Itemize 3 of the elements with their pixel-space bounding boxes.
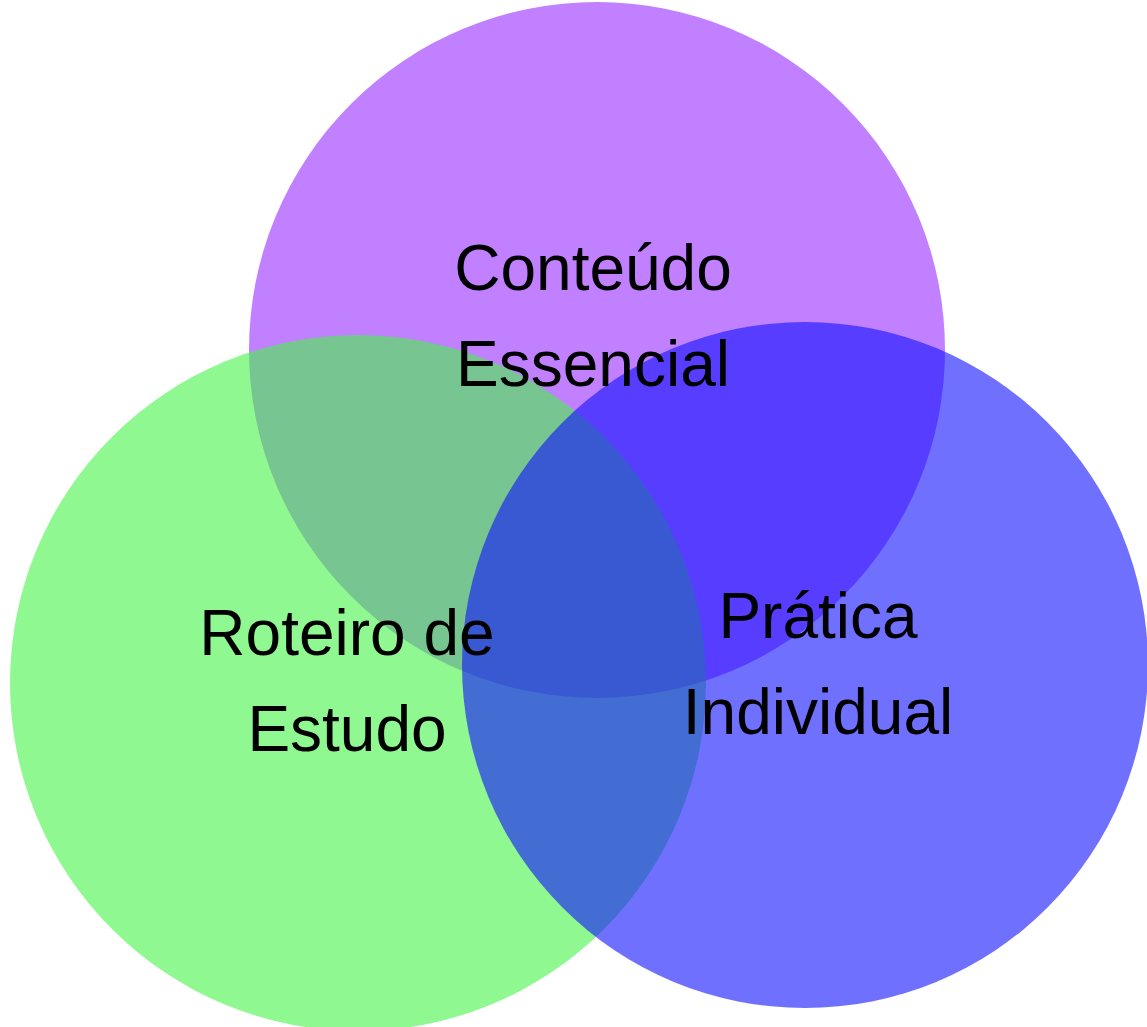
circle-label: Prática Individual: [681, 579, 955, 750]
circle-label: Conteúdo Essencial: [453, 231, 733, 402]
circle-label: Roteiro de Estudo: [198, 596, 496, 767]
